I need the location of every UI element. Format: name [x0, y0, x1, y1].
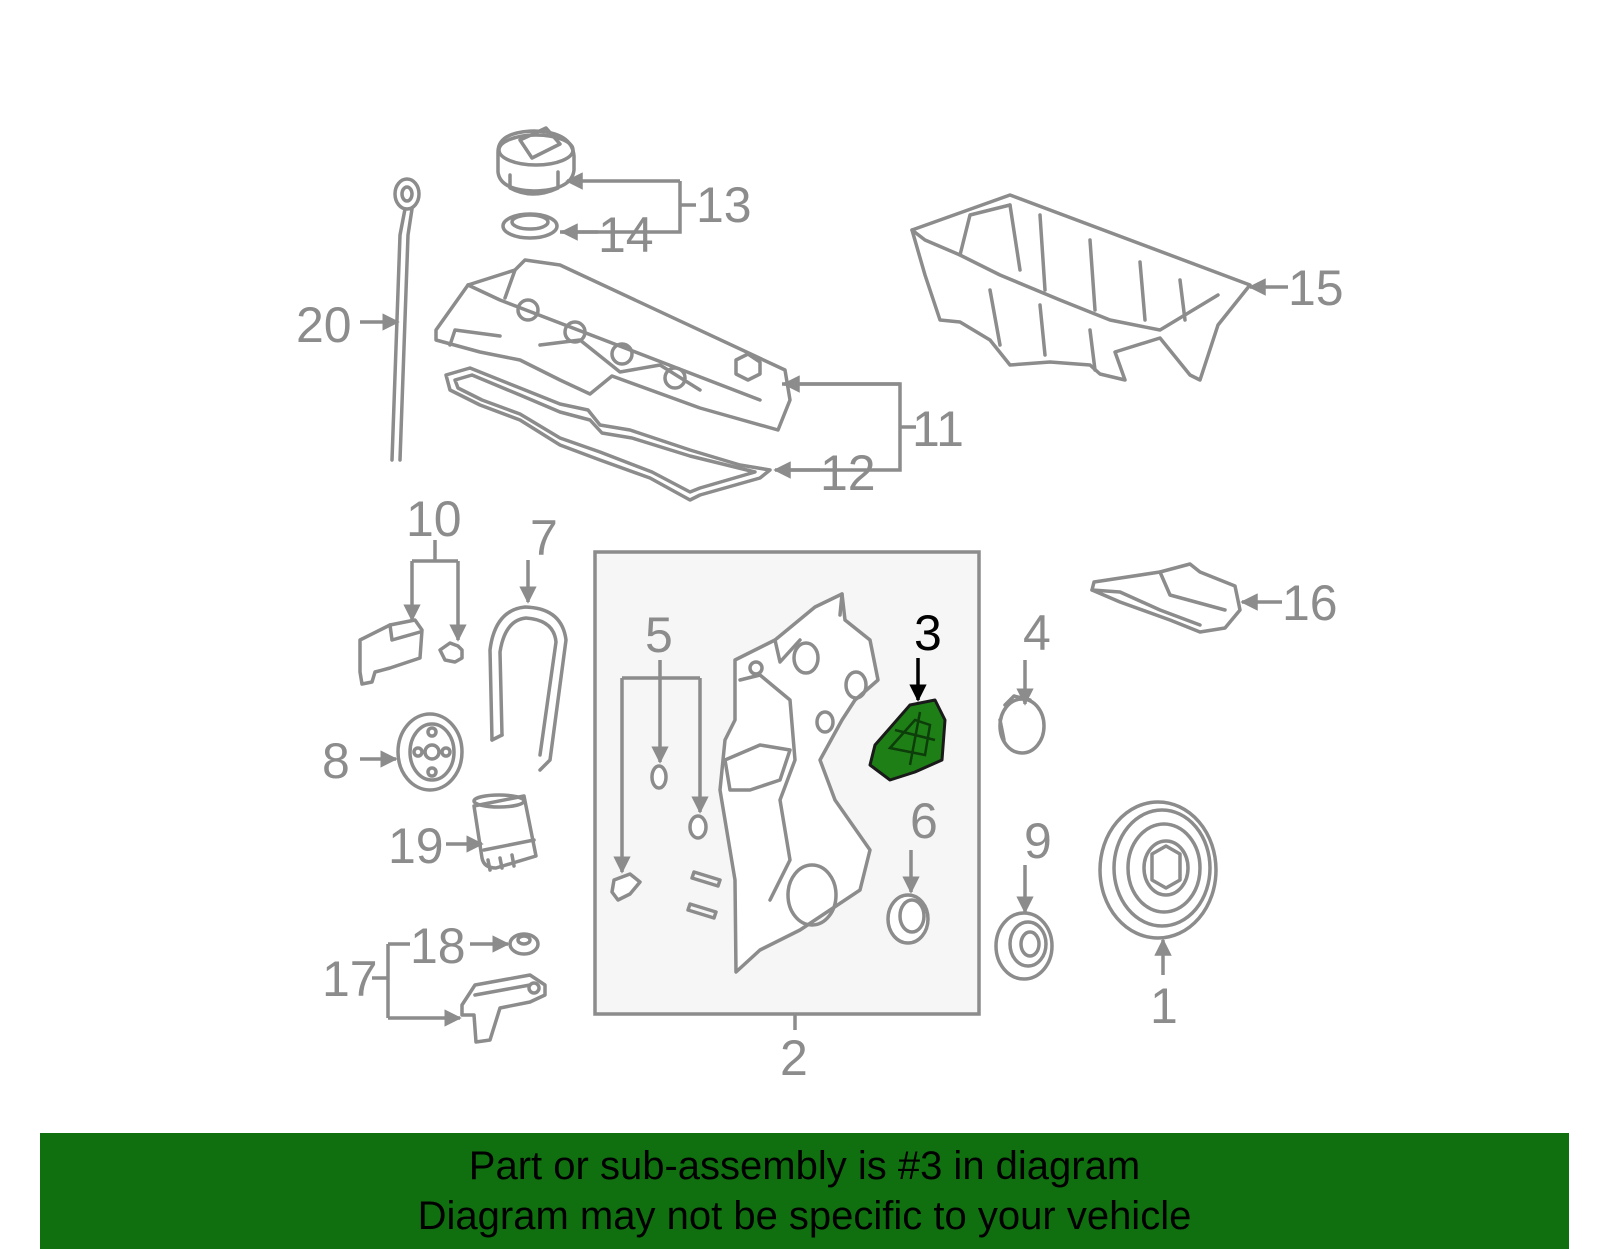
camshaft-sensor-part[interactable] — [358, 618, 464, 686]
crankshaft-pulley-part[interactable] — [1098, 800, 1218, 940]
banner-line-1: Part or sub-assembly is #3 in diagram — [468, 1144, 1141, 1188]
dipstick-part[interactable] — [390, 177, 421, 462]
oil-filter-part[interactable] — [472, 793, 538, 872]
oil-filler-cap-part[interactable] — [496, 126, 576, 196]
timing-chain-case-part[interactable] — [718, 592, 880, 974]
banner-line-2: Diagram may not be specific to your vehi… — [417, 1194, 1192, 1238]
dowel-pin-part[interactable] — [686, 870, 722, 920]
chain-tensioner-part-highlighted[interactable] — [868, 698, 947, 782]
callout-2: 2 — [780, 1030, 808, 1086]
callout-10: 10 — [406, 491, 462, 547]
callout-4: 4 — [1023, 605, 1051, 661]
mount-bushing-part[interactable] — [508, 932, 540, 956]
callout-15: 15 — [1288, 260, 1344, 316]
callout-13: 13 — [696, 177, 752, 233]
o-ring-part[interactable] — [610, 764, 708, 902]
filler-cap-seal-part[interactable] — [501, 212, 559, 240]
cylinder-head-cover-part[interactable] — [434, 258, 792, 432]
callout-7: 7 — [530, 510, 558, 566]
callout-14: 14 — [598, 207, 654, 263]
mount-bracket-part[interactable] — [460, 973, 547, 1044]
callout-8: 8 — [322, 733, 350, 789]
callout-18: 18 — [410, 918, 466, 974]
cover-cap-part[interactable] — [998, 694, 1046, 755]
callout-1: 1 — [1150, 978, 1178, 1034]
callout-3: 3 — [914, 605, 942, 661]
callout-19: 19 — [388, 818, 444, 874]
idler-pulley-part[interactable] — [994, 911, 1054, 981]
oil-seal-part[interactable] — [886, 893, 930, 945]
callout-17: 17 — [322, 951, 378, 1007]
callout-5: 5 — [645, 607, 673, 663]
leader-13-bracket — [560, 181, 682, 234]
callout-16: 16 — [1282, 575, 1338, 631]
callout-12: 12 — [820, 445, 876, 501]
crank-sprocket-part[interactable] — [396, 712, 464, 792]
callout-6: 6 — [910, 793, 938, 849]
callout-9: 9 — [1024, 813, 1052, 869]
info-banner: Part or sub-assembly is #3 in diagram Di… — [40, 1133, 1569, 1249]
callout-11: 11 — [912, 401, 964, 457]
oil-pan-part[interactable] — [910, 193, 1252, 382]
timing-chain-part[interactable] — [488, 605, 568, 772]
baffle-plate-part[interactable] — [1090, 562, 1242, 634]
head-cover-gasket-part[interactable] — [444, 366, 772, 502]
callout-20: 20 — [296, 297, 352, 353]
